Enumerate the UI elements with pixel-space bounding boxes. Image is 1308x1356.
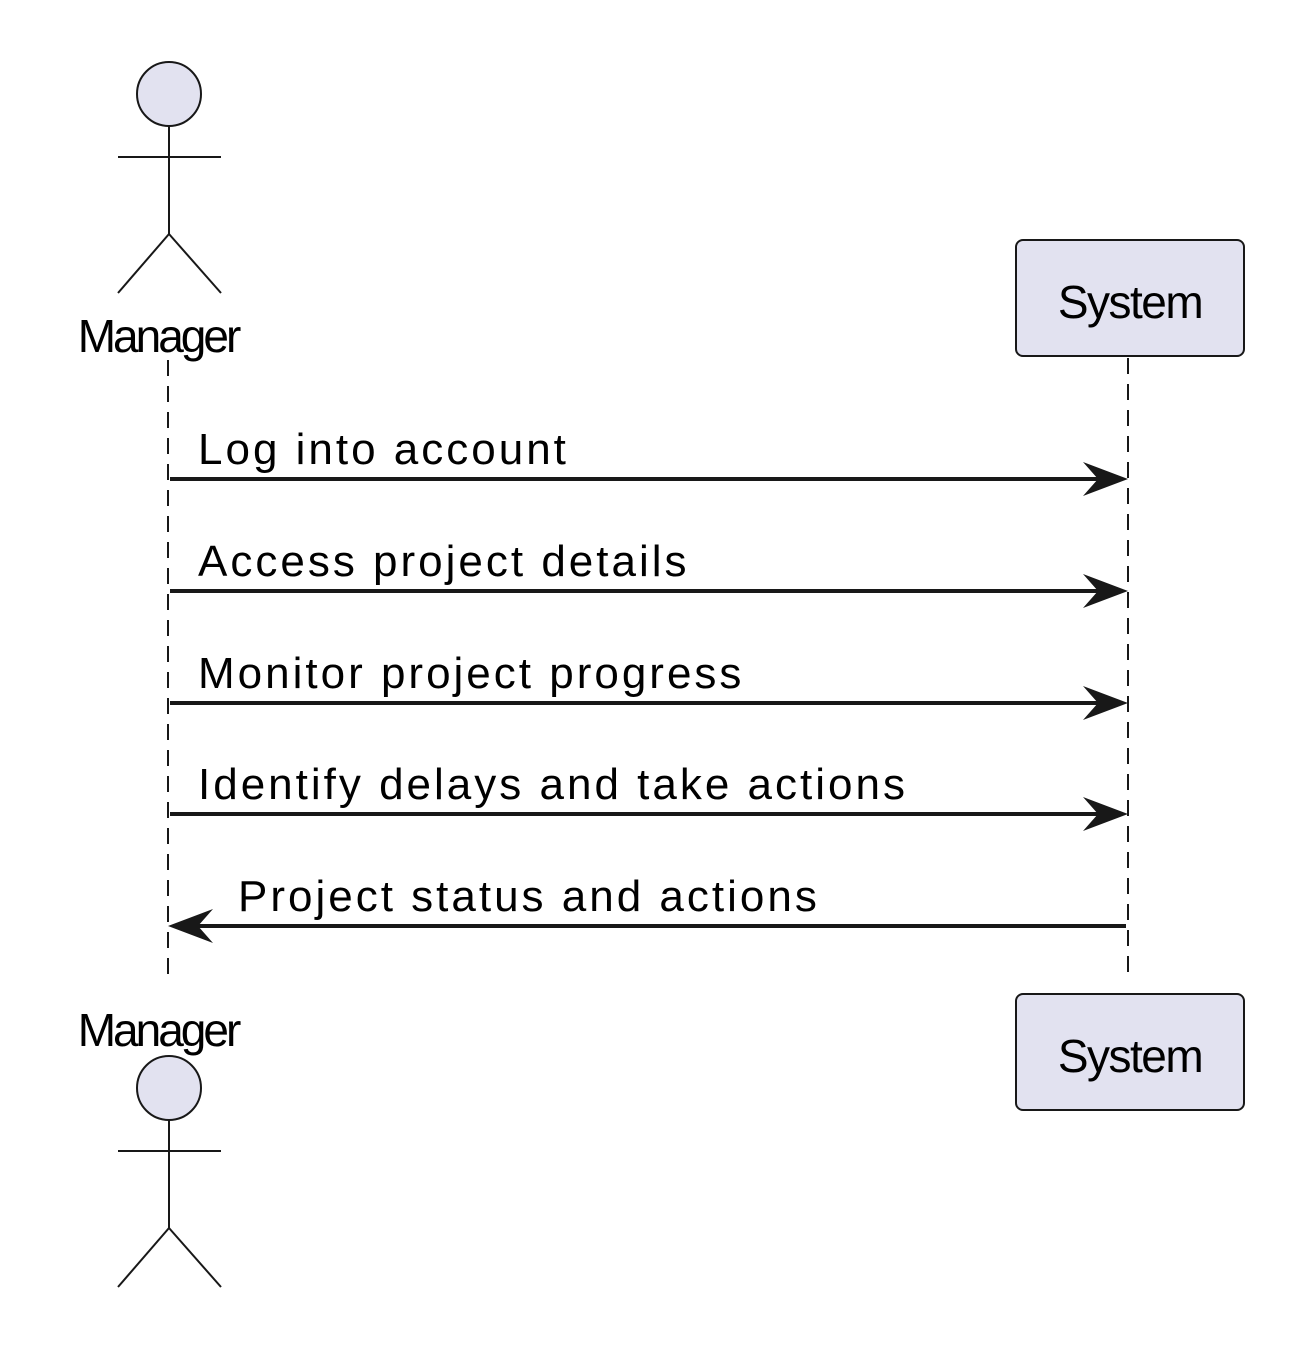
arrow-left-icon (168, 909, 213, 943)
actor-head-icon (136, 1055, 202, 1121)
message-1: Log into account (170, 425, 1128, 496)
message-4: Identify delays and take actions (170, 760, 1128, 831)
system-box-top (1015, 239, 1245, 357)
actor-left-leg (117, 233, 170, 294)
arrow-right-icon (1083, 797, 1128, 831)
actor-right-leg (168, 233, 222, 294)
message-2: Access project details (170, 537, 1128, 608)
arrow-right-icon (1083, 462, 1128, 496)
message-3: Monitor project progress (170, 649, 1128, 720)
message-label: Monitor project progress (198, 649, 744, 698)
message-label: Identify delays and take actions (198, 760, 908, 809)
system-box-bottom (1015, 993, 1245, 1111)
actor-left-leg (117, 1227, 170, 1288)
message-label: Log into account (198, 425, 569, 474)
arrow-right-icon (1083, 574, 1128, 608)
message-5: Project status and actions (168, 872, 1126, 943)
message-label: Access project details (198, 537, 690, 586)
message-label: Project status and actions (238, 872, 820, 921)
manager-actor-top: Manager (78, 61, 244, 362)
system-label-top: System (1058, 276, 1202, 328)
system-participant-top: System (1015, 239, 1245, 357)
system-label-bottom: System (1058, 1030, 1202, 1082)
system-participant-bottom: System (1015, 993, 1245, 1111)
manager-actor-bottom: Manager (78, 1004, 244, 1288)
manager-label-top: Manager (78, 310, 241, 362)
manager-label-bottom: Manager (78, 1004, 241, 1056)
actor-head-icon (136, 61, 202, 127)
arrow-right-icon (1083, 686, 1128, 720)
actor-right-leg (168, 1227, 222, 1288)
